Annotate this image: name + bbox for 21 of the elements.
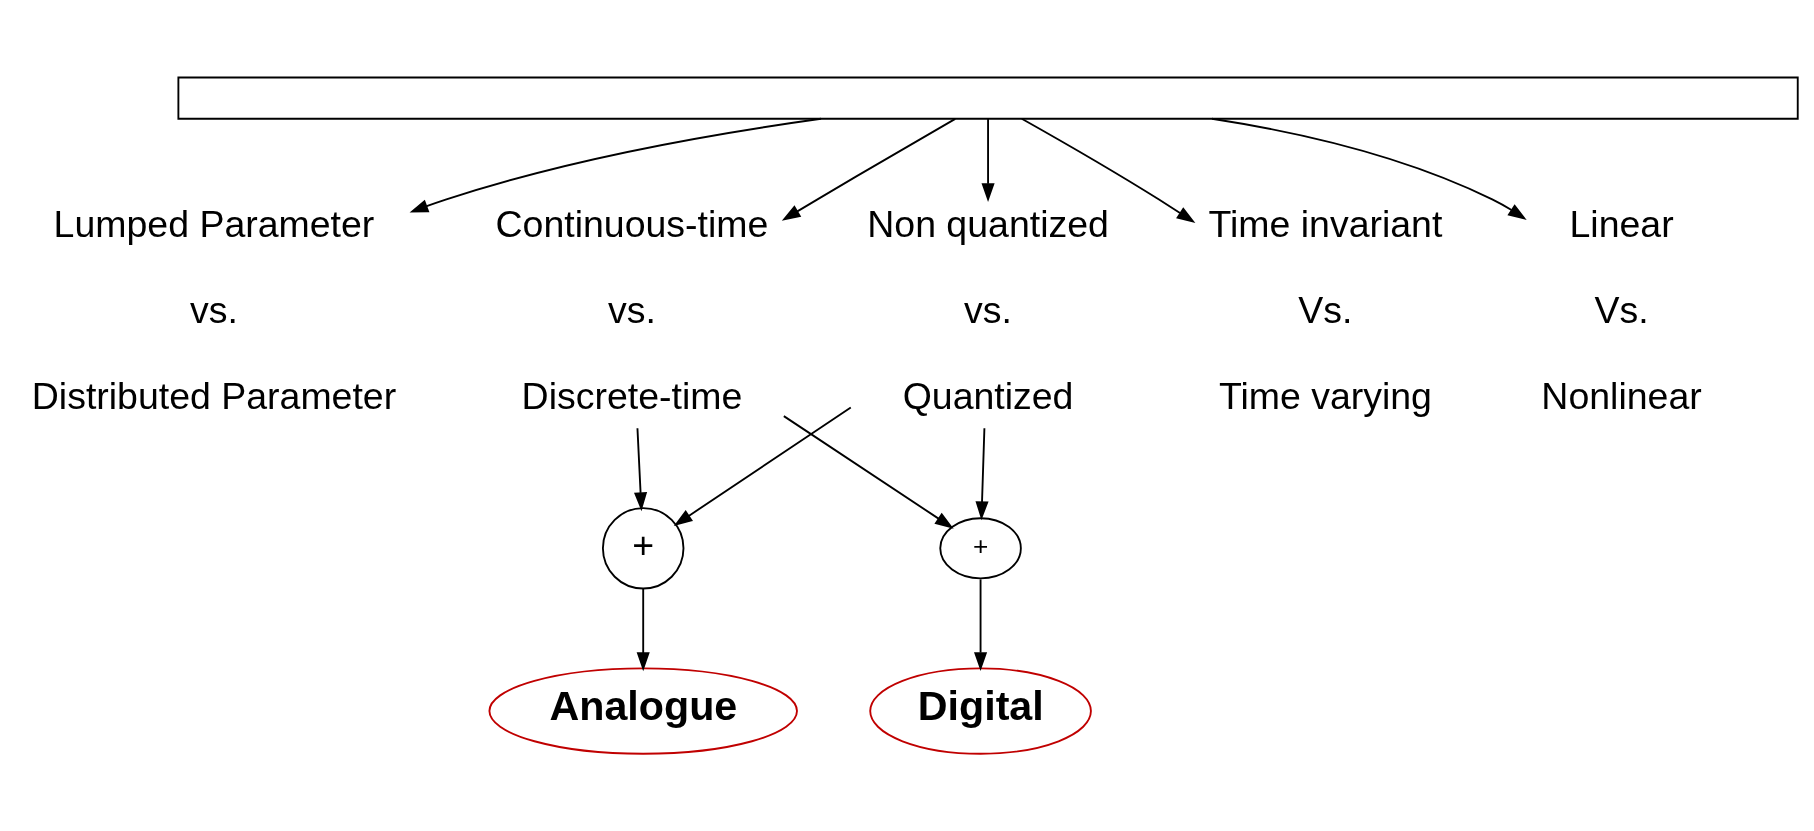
node-text: Lumped Parameter vs. Distributed Parameter <box>31 202 397 418</box>
arrow <box>1020 117 1196 223</box>
node-text: Continuous-time vs. Discrete-time <box>495 202 769 418</box>
arrow <box>981 117 995 202</box>
arrow <box>1211 117 1527 220</box>
node-ellipse: + <box>939 517 1022 580</box>
arrow <box>782 415 954 529</box>
arrow <box>409 117 822 213</box>
arrow <box>781 117 957 221</box>
node-text: Non quantized vs. Quantized <box>867 202 1109 418</box>
node-circle: + <box>601 507 685 590</box>
node-text: Time invariant Vs. Time varying <box>1208 202 1443 418</box>
arrow <box>636 587 650 672</box>
node-ellipse: Digital <box>869 667 1092 755</box>
arrow <box>673 406 852 526</box>
node-text: Linear Vs. Nonlinear <box>1541 202 1702 418</box>
arrow <box>974 578 988 672</box>
arrow <box>975 427 989 521</box>
arrow <box>634 427 648 512</box>
node-ellipse: Analogue <box>488 667 798 755</box>
node-box <box>177 76 1799 120</box>
